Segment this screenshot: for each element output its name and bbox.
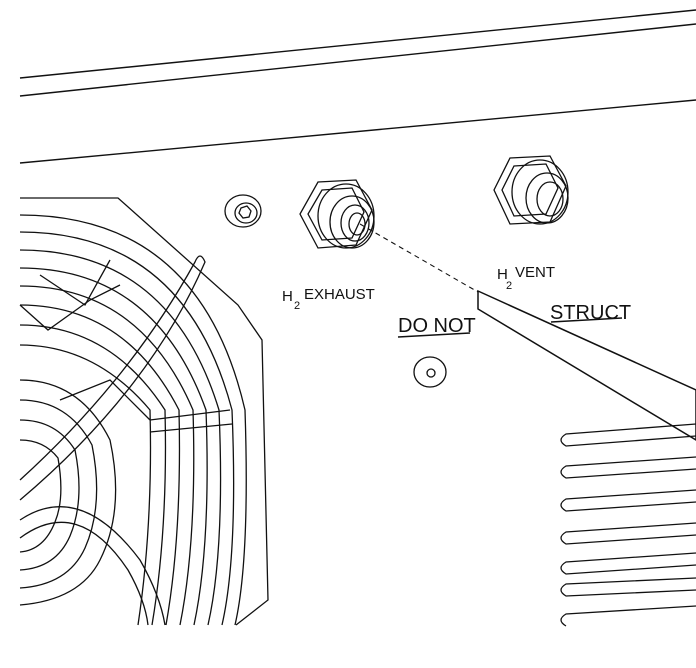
enclosure-top-edge — [19, 9, 696, 164]
h2-vent-label: H 2 VENT — [497, 264, 555, 292]
mounting-screw — [224, 194, 262, 228]
h2-exhaust-label: H 2 EXHAUST — [282, 286, 375, 312]
h2-vent-fitting — [493, 155, 569, 225]
svg-text:2: 2 — [506, 280, 512, 292]
svg-text:H: H — [282, 288, 293, 305]
svg-text:DO NOT: DO NOT — [398, 315, 476, 337]
cooling-fan — [19, 197, 269, 626]
small-washer — [413, 356, 447, 388]
connection-dashed-line — [359, 223, 479, 293]
svg-text:H: H — [497, 266, 508, 283]
svg-text:EXHAUST: EXHAUST — [304, 286, 375, 303]
ventilation-slots — [560, 423, 696, 627]
svg-text:2: 2 — [294, 300, 300, 312]
do-not-obstruct-warning: DO NOT STRUCT — [397, 302, 631, 338]
h2-exhaust-fitting — [299, 179, 375, 249]
exhaust-tube — [477, 289, 696, 441]
svg-text:VENT: VENT — [515, 264, 555, 281]
